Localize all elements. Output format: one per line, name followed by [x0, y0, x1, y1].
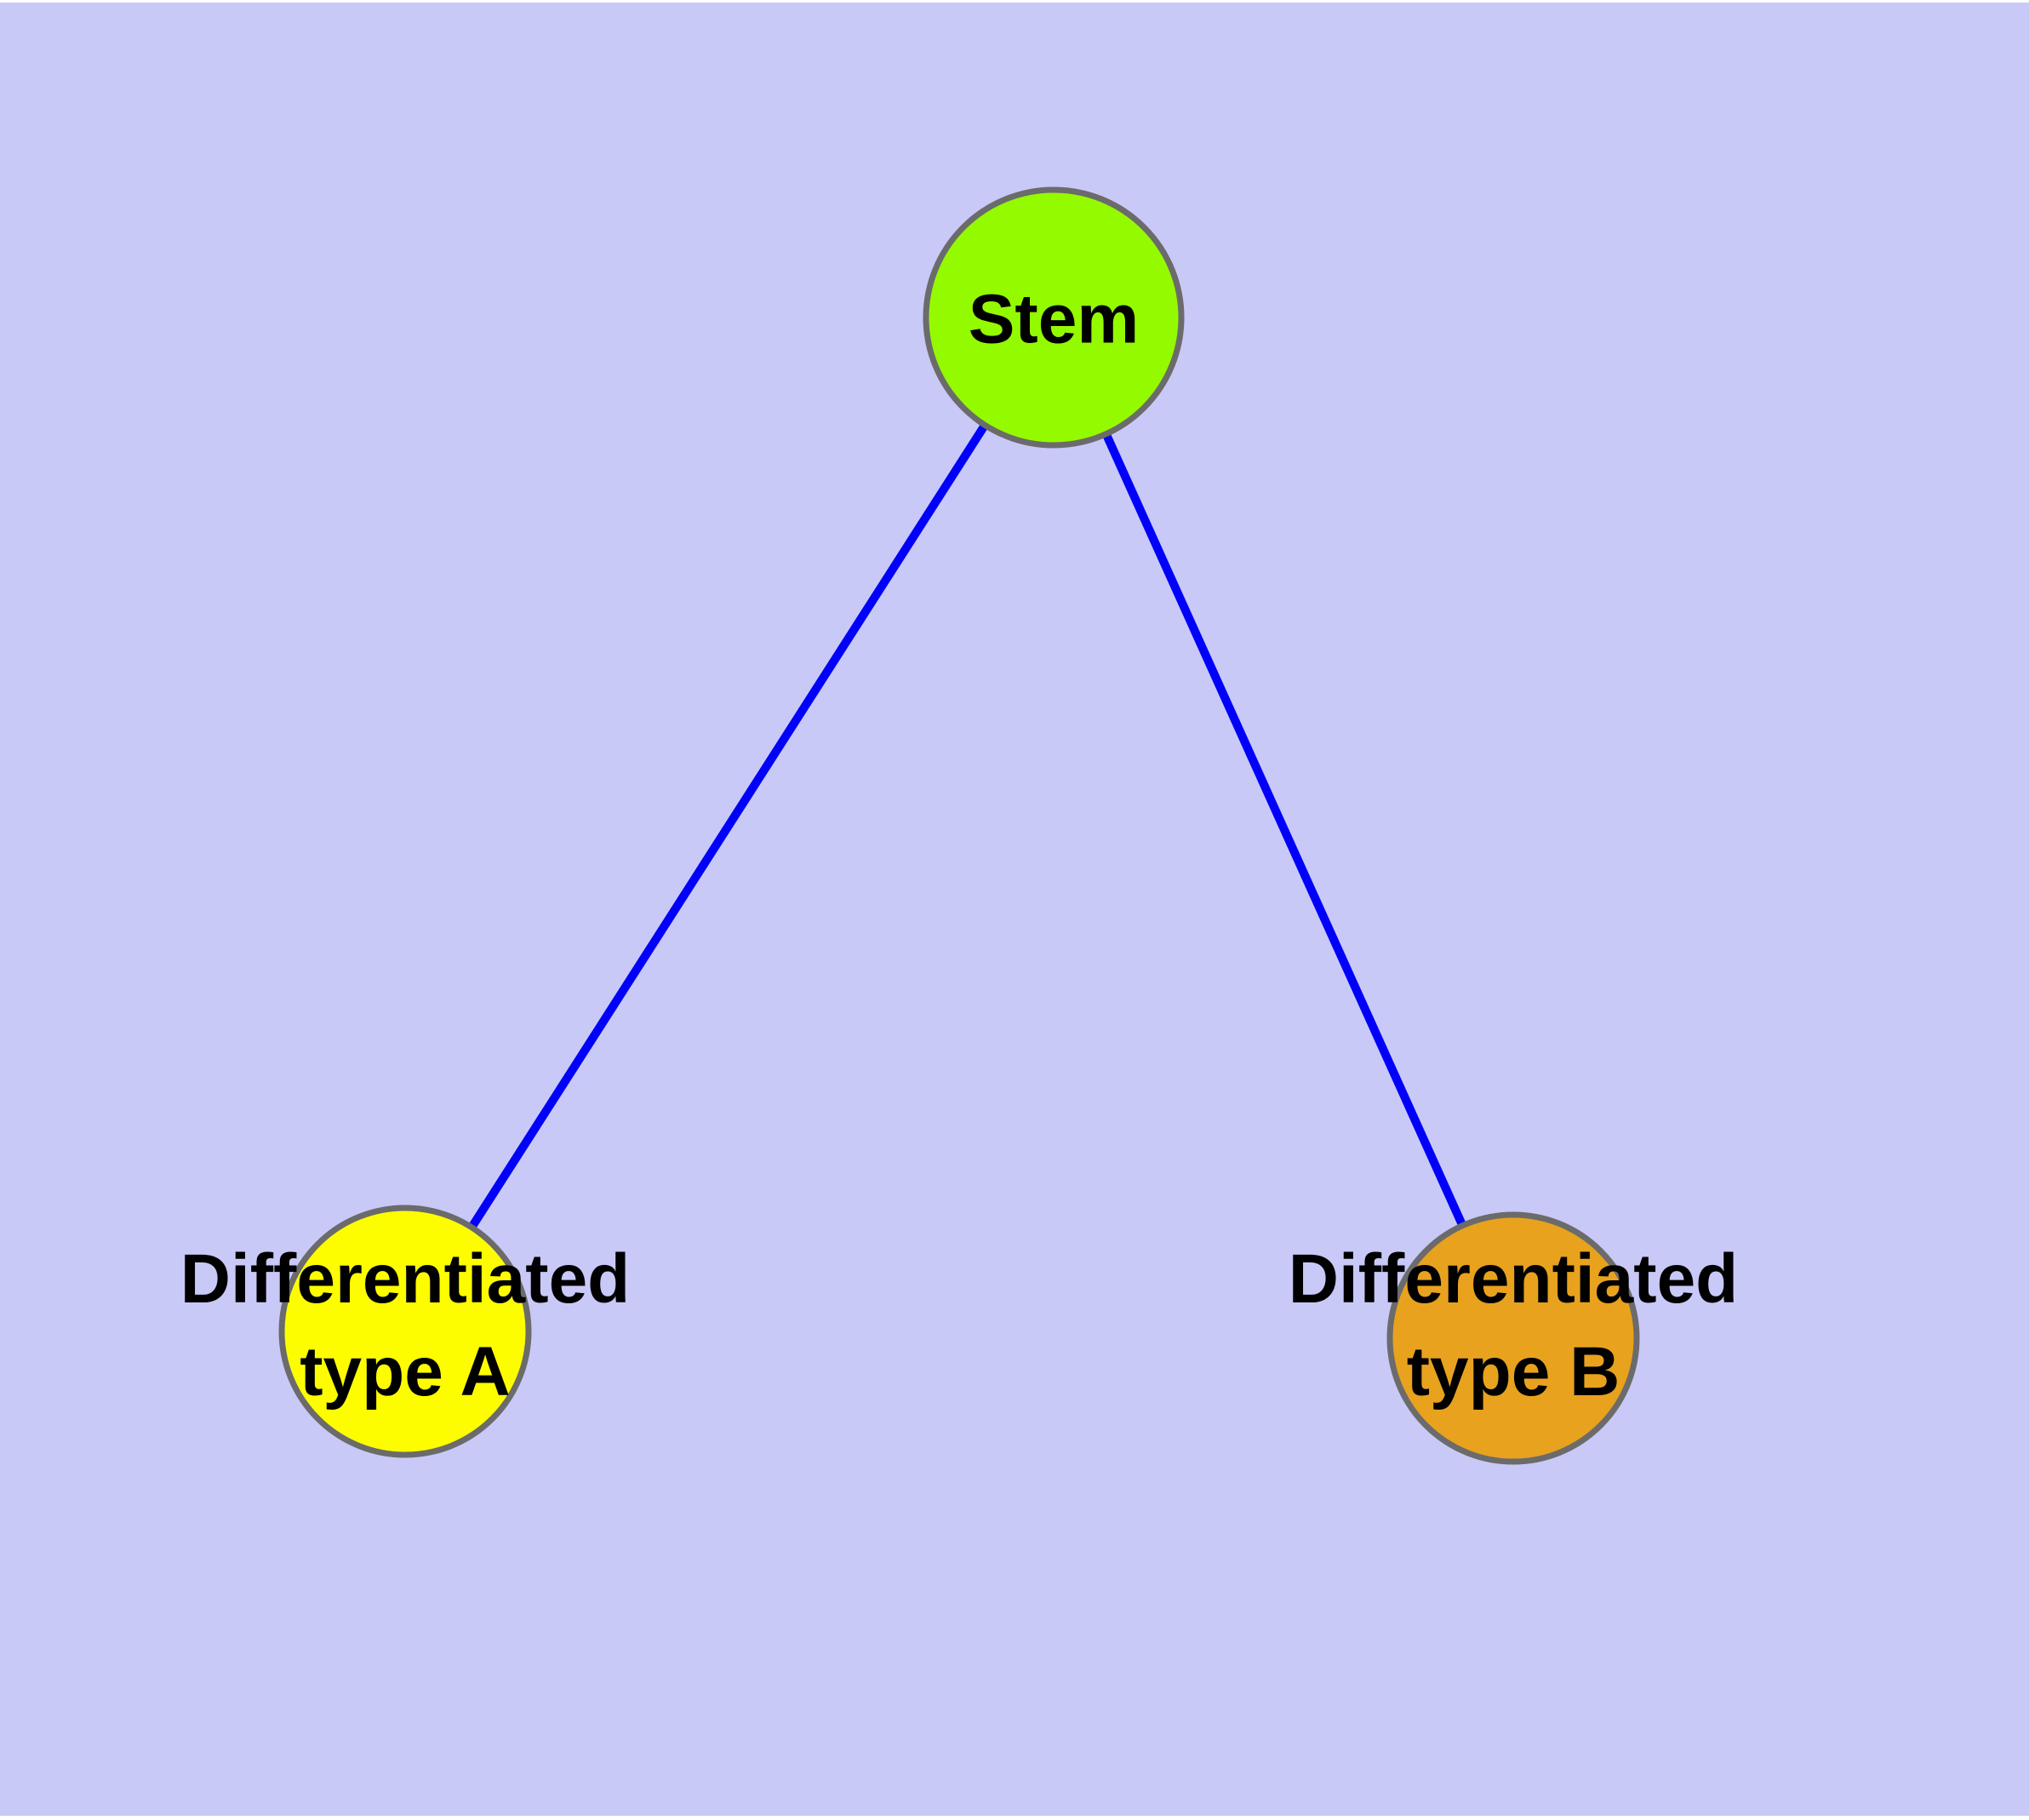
node-type-a-circle[interactable] — [278, 1205, 532, 1458]
edge-stem-to-type-a — [401, 315, 1058, 1334]
edge-stem-to-type-b — [1049, 315, 1517, 1341]
node-stem-circle[interactable] — [923, 186, 1185, 449]
node-type-b-circle[interactable] — [1386, 1211, 1640, 1465]
